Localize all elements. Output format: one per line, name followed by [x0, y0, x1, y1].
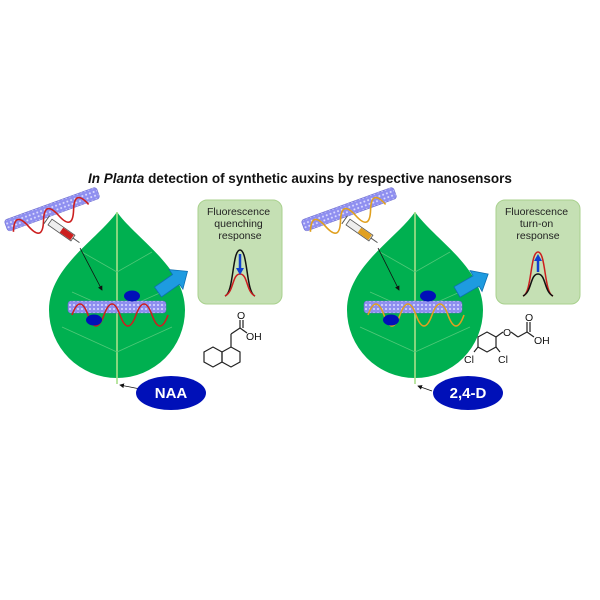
- svg-text:OH: OH: [246, 331, 262, 343]
- syringe-icon: [341, 215, 378, 244]
- 24d-structure: O O OH Cl Cl: [464, 312, 550, 366]
- nanosensor-in-leaf: [67, 300, 169, 327]
- nanotube-free: [3, 186, 101, 234]
- panel-24d: Fluorescence turn-on response O O OH Cl …: [300, 186, 581, 410]
- naa-structure: O OH: [203, 310, 262, 368]
- figure-title: In Planta detection of synthetic auxins …: [88, 171, 512, 186]
- response-text: Fluorescence quenching response: [207, 206, 273, 242]
- svg-text:Cl: Cl: [498, 354, 508, 366]
- fluorescence-peak-turn-on: [522, 251, 554, 297]
- auxin-label-naa: [136, 376, 206, 410]
- auxin-molecule: [124, 290, 140, 302]
- auxin-molecule: [420, 290, 436, 302]
- nanotube-free: [300, 186, 398, 234]
- svg-text:O: O: [525, 312, 533, 324]
- auxin-molecule: [86, 314, 102, 326]
- panel-naa: Fluorescence quenching response O OH NAA: [3, 186, 283, 410]
- svg-text:OH: OH: [534, 335, 550, 347]
- svg-text:O: O: [237, 310, 245, 322]
- auxin-molecule: [383, 314, 399, 326]
- response-text: Fluorescence turn-on response: [505, 206, 571, 242]
- auxin-label-text: NAA: [155, 385, 188, 402]
- response-box: [197, 199, 283, 305]
- nanosensor-in-leaf: [363, 300, 465, 327]
- fluorescence-peak-quenching: [224, 249, 256, 297]
- svg-text:O: O: [503, 327, 511, 339]
- svg-text:Cl: Cl: [464, 354, 474, 366]
- auxin-label-24d: [433, 376, 503, 410]
- syringe-icon: [43, 215, 80, 244]
- auxin-label-text: 2,4-D: [450, 385, 487, 402]
